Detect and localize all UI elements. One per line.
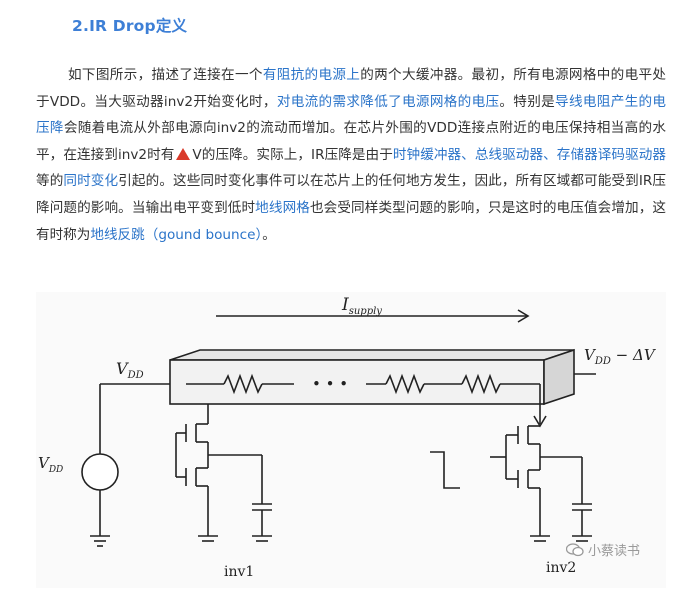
delta-triangle-icon [176,147,191,160]
supply-current-arrowhead [517,309,530,323]
highlight-drivers: 时钟缓冲器、总线驱动器、存储器译码驱动器 [392,146,666,163]
rail-side-face [543,348,575,406]
text-run: 。特别是 [499,93,556,110]
resistor-2 [385,373,425,395]
voltage-source [81,453,119,491]
text-run: 会随着电流从外部电源向inv2的流动而增加。在芯片外围的VDD连接点附近的电压保… [36,120,666,163]
inv2-label: inv2 [546,560,576,576]
ir-drop-circuit-figure: Isupply VDD VDD − ΔV VDD • • • inv1 inv2 [36,292,666,588]
text-run: 。 [262,226,276,243]
highlight-impedance-supply: 有阻抗的电源上 [262,67,361,83]
text-run: 等的 [36,173,64,190]
highlight-wire-drop: 导线电阻产生的电压降 [36,93,667,137]
rail-top-face [169,349,575,361]
vdd-left-label: VDD [116,359,144,381]
vdd-minus-delta-label: VDD − ΔV [584,346,657,367]
input-step-waveform [430,451,460,489]
watermark: 小蔡读书 [566,540,640,559]
highlight-current-demand: 对电流的需求降低了电源网格的电压 [276,93,500,110]
text-run: 也会受同样类型问题的影响，只是这时的电压值会增加，这有时称为 [36,199,667,243]
text-run: 如下图所示，描述了连接在一个 [68,67,263,83]
inv1-label: inv1 [224,564,254,580]
rail-dots: • • • [312,375,348,393]
watermark-text: 小蔡读书 [588,544,641,559]
section-heading: 2.IR Drop定义 [72,17,188,35]
body-paragraph: 如下图所示，描述了连接在一个有阻抗的电源上的两个大缓冲器。最初，所有电源网格中的… [36,62,666,248]
highlight-ground-grid: 地线网格 [255,199,310,216]
text-run: 引起的。这些同时变化事件可以在芯片上的任何地方发生，因此，所有区域都可能受到IR… [36,173,667,216]
i-supply-label: Isupply [341,295,382,317]
vdd-source-label: VDD [38,454,63,475]
text-run: 的两个大缓冲器。最初，所有电源网格中的电平处于VDD。当大驱动器inv2开始变化… [36,67,667,110]
text-run: V的压降。实际上，IR压降是由于 [192,146,393,163]
power-rail [169,359,545,405]
wechat-icon [566,542,584,556]
highlight-simultaneous: 同时变化 [63,173,119,190]
resistor-1 [223,373,263,395]
resistor-3 [461,373,501,395]
highlight-ground-bounce: 地线反跳（gound bounce） [90,226,263,243]
